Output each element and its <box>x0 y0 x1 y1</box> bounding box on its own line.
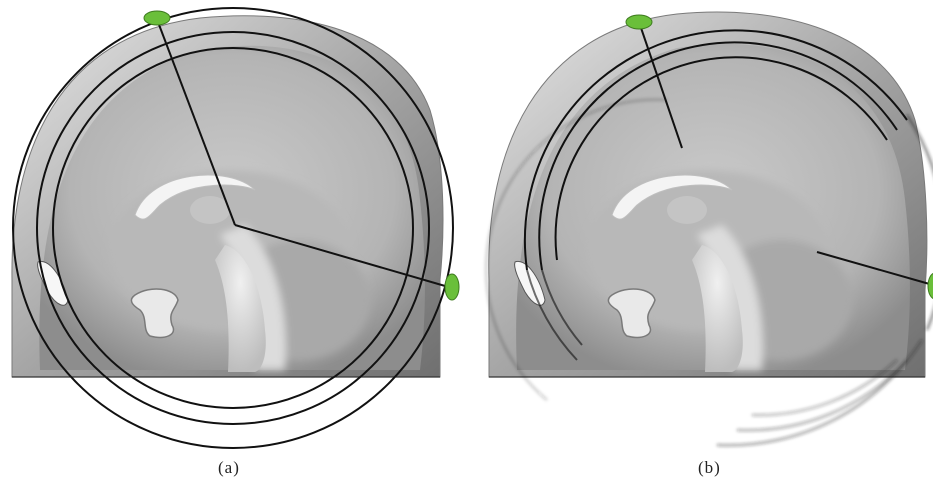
head-slice <box>12 16 443 377</box>
panel-b-caption: (b) <box>698 458 721 478</box>
panel-b-sagittal-head <box>467 0 933 450</box>
electrode-right <box>928 273 933 299</box>
head-slice <box>489 12 927 377</box>
electrode-right <box>445 274 459 300</box>
panel-a-sagittal-head <box>0 0 466 450</box>
panel-a-caption: (a) <box>218 458 240 478</box>
electrode-top <box>144 11 170 25</box>
electrode-top <box>626 15 652 29</box>
